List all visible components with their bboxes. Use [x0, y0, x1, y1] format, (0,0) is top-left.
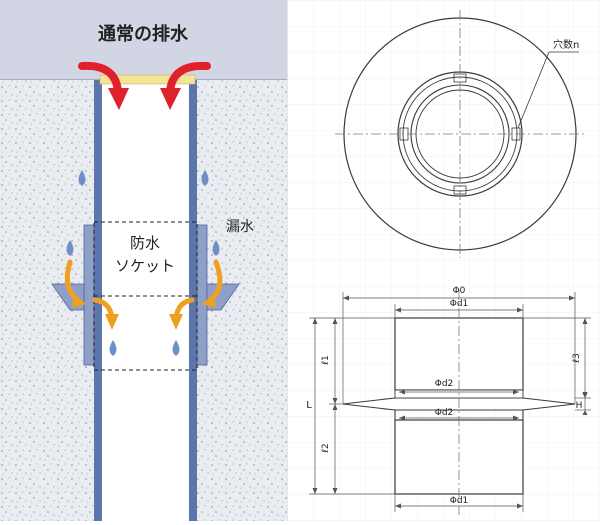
socket-sleeve-right	[196, 224, 208, 366]
dim-phid2-upper: Φd2	[435, 379, 454, 389]
tape-strip	[99, 74, 196, 85]
socket-sleeve-left	[83, 224, 95, 366]
hole-leader	[517, 51, 550, 129]
pipe-interior	[102, 80, 189, 521]
technical-drawing-svg: 穴数n	[286, 0, 600, 521]
cross-section-svg: 通常の排水 漏水 防水 ソケット	[0, 0, 287, 521]
normal-drainage-label: 通常の排水	[98, 23, 189, 45]
leak-label: 漏水	[226, 219, 254, 235]
dim-l1: ℓ1	[321, 355, 331, 365]
dimension-lines	[309, 292, 591, 512]
dim-phid1-bottom: Φd1	[450, 496, 469, 506]
dim-l3: ℓ3	[572, 353, 582, 363]
dim-L: L	[306, 400, 312, 411]
dim-l2: ℓ2	[321, 443, 331, 453]
socket-label-line1: 防水	[130, 234, 160, 252]
dim-phi0: Φ0	[453, 286, 466, 296]
hole-count-label: 穴数n	[553, 38, 579, 51]
technical-drawing: 穴数n	[286, 0, 600, 521]
red-arrow-left	[78, 61, 122, 96]
dim-phid2-lower: Φd2	[435, 408, 454, 418]
ceiling-slab	[0, 0, 287, 80]
dim-phid1-top: Φd1	[450, 299, 469, 309]
socket-label-line2: ソケット	[115, 257, 175, 275]
top-view-centerlines	[335, 10, 587, 258]
dimension-arrowheads	[312, 295, 588, 509]
installation-cross-section: 通常の排水 漏水 防水 ソケット	[0, 0, 287, 521]
water-drops	[66, 170, 220, 356]
red-arrow-right	[166, 61, 211, 96]
dim-H: H	[576, 401, 583, 411]
